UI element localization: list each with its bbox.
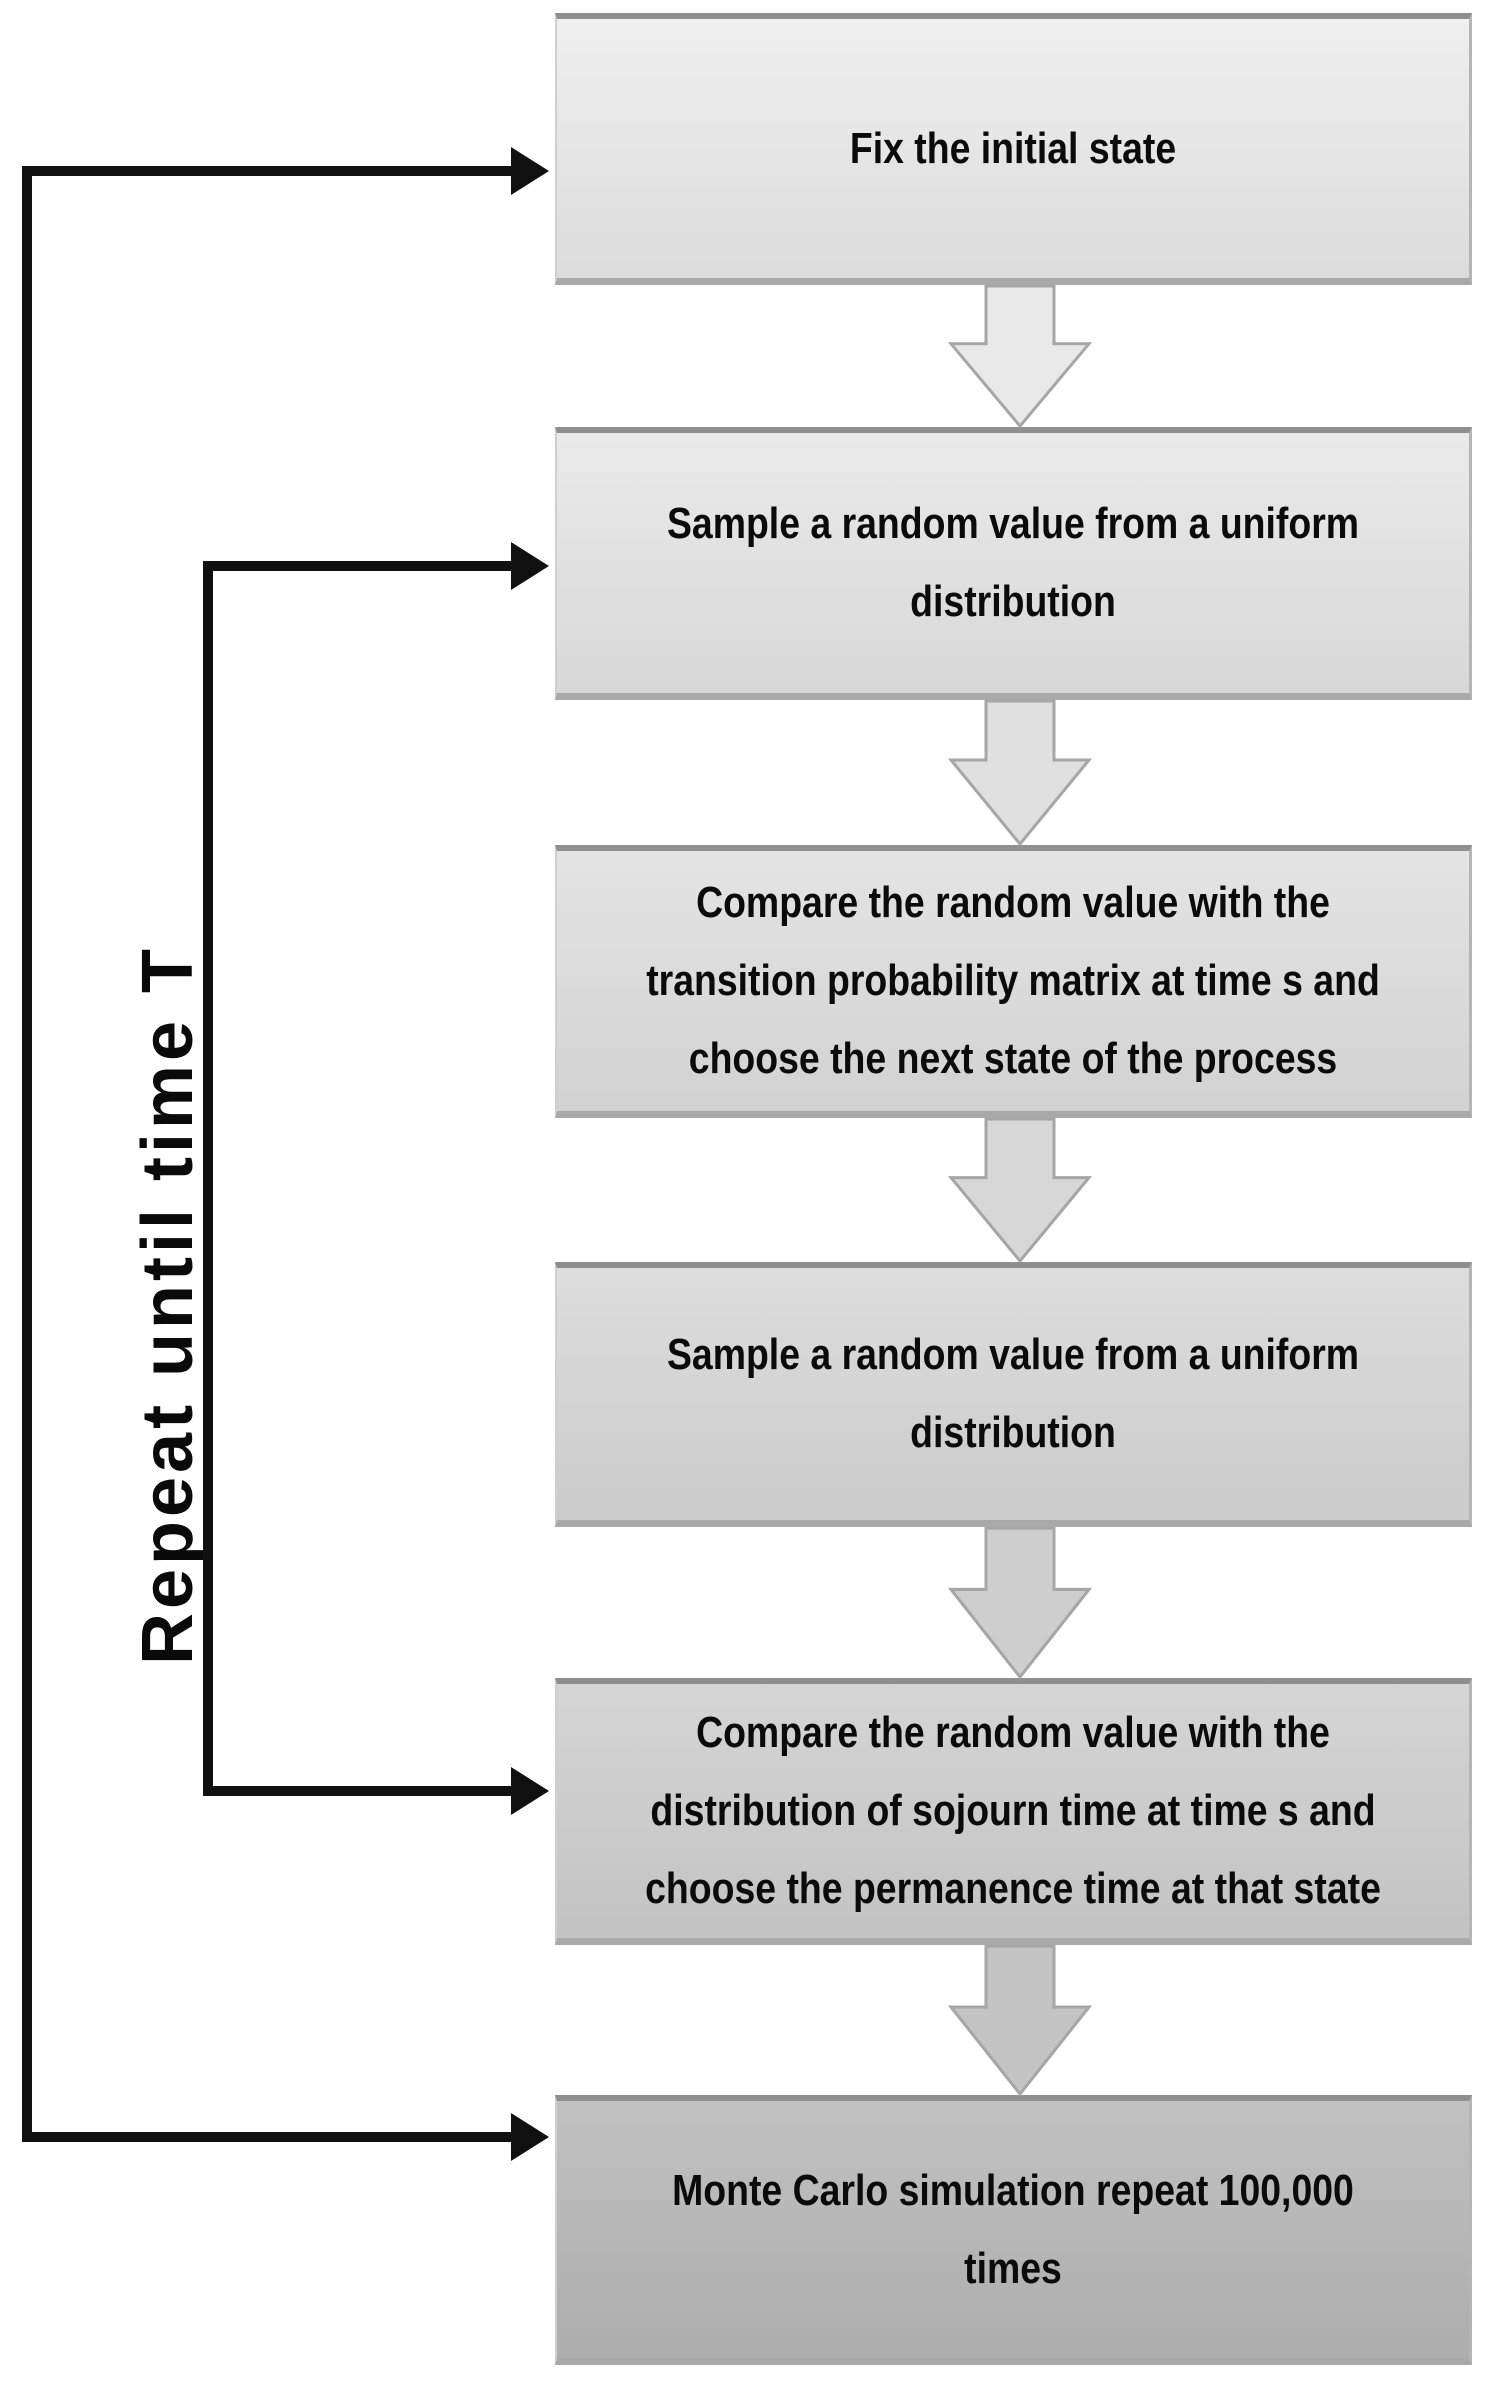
step-label: Compare the random value with the transi…: [646, 878, 1380, 1083]
outer-loop-bottom-horizontal-line: [22, 2132, 512, 2142]
arrowhead-into-step2-icon: [511, 542, 549, 590]
block-arrow-down-4-icon: [947, 1526, 1093, 1680]
block-arrow-down-5-icon: [947, 1944, 1093, 2097]
step-box-compare-sojourn-distribution: Compare the random value with the distri…: [555, 1678, 1472, 1945]
step-box-monte-carlo-repeat: Monte Carlo simulation repeat 100,000 ti…: [555, 2095, 1472, 2365]
inner-loop-vertical-line: [203, 561, 213, 1796]
outer-loop-vertical-line: [22, 166, 32, 2142]
step-box-sample-uniform-2: Sample a random value from a uniform dis…: [555, 1262, 1472, 1527]
inner-loop-bottom-horizontal-line: [203, 1786, 512, 1796]
arrowhead-into-step1-icon: [511, 147, 549, 195]
block-arrow-down-3-icon: [947, 1117, 1093, 1264]
outer-loop-top-horizontal-line: [22, 166, 512, 176]
step-box-sample-uniform-1: Sample a random value from a uniform dis…: [555, 427, 1472, 700]
block-arrow-down-1-icon: [947, 284, 1093, 429]
step-label: Fix the initial state: [849, 123, 1177, 173]
arrowhead-into-step6-icon: [511, 2113, 549, 2161]
step-label: Monte Carlo simulation repeat 100,000 ti…: [672, 2165, 1354, 2293]
block-arrow-down-2-icon: [947, 699, 1093, 847]
step-label: Sample a random value from a uniform dis…: [666, 499, 1360, 626]
step-box-compare-transition-matrix: Compare the random value with the transi…: [555, 845, 1472, 1118]
step-label: Compare the random value with the distri…: [645, 1708, 1381, 1913]
step-label: Sample a random value from a uniform dis…: [666, 1330, 1360, 1457]
arrowhead-into-step5-icon: [511, 1767, 549, 1815]
repeat-until-time-label: Repeat until time T: [128, 944, 208, 1666]
inner-loop-top-horizontal-line: [203, 561, 512, 571]
step-box-fix-initial-state: Fix the initial state: [555, 13, 1472, 285]
